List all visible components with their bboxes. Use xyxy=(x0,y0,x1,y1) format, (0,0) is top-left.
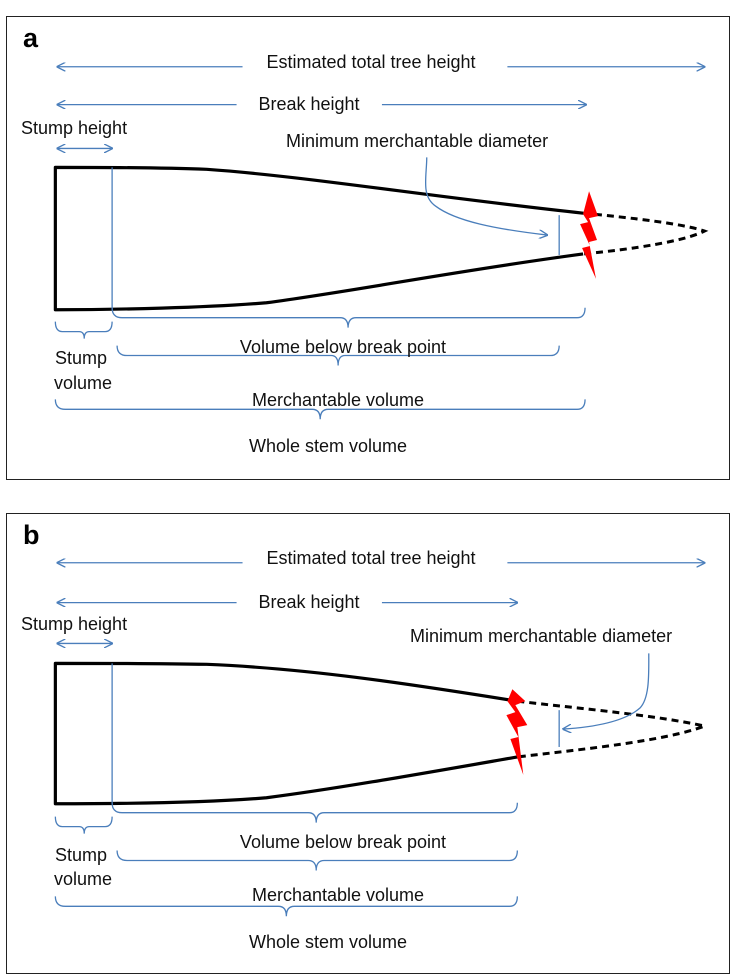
min-diameter-pointer xyxy=(563,653,650,729)
volume-below-break-brace xyxy=(111,307,586,328)
panel-a: a Estimated total tree height Break heig… xyxy=(6,16,730,480)
volume-below-break-brace xyxy=(111,802,518,823)
break-height-label: Break height xyxy=(258,592,360,612)
break-lightning-mark xyxy=(506,689,528,775)
stump-height-label: Stump height xyxy=(21,614,128,634)
break-lightning-mark xyxy=(580,191,599,279)
stump-volume-brace xyxy=(54,321,113,339)
stump-volume-label-line1: Stump xyxy=(54,348,108,368)
whole-stem-volume-label: Whole stem volume xyxy=(248,436,408,456)
whole-stem-volume-brace xyxy=(54,399,586,420)
volume-below-break-label: Volume below break point xyxy=(239,337,447,357)
stump-volume-brace xyxy=(54,816,113,834)
panel-a-diagram xyxy=(53,17,709,420)
merchantable-volume-brace xyxy=(116,850,518,871)
min-diameter-label: Minimum merchantable diameter xyxy=(410,626,673,646)
panel-b: b Estimated total tree height Break heig… xyxy=(6,513,730,974)
total-height-label: Estimated total tree height xyxy=(266,52,476,72)
stem-outline xyxy=(53,661,518,806)
stem-top-dashed xyxy=(582,211,709,256)
merchantable-volume-label: Merchantable volume xyxy=(251,885,425,905)
panel-letter: b xyxy=(23,520,40,550)
panel-letter: a xyxy=(23,23,39,53)
stump-volume-label-line2: volume xyxy=(53,869,113,889)
min-diameter-pointer xyxy=(424,157,548,235)
break-height-label: Break height xyxy=(258,94,360,114)
stem-outline xyxy=(53,165,584,312)
min-diameter-label: Minimum merchantable diameter xyxy=(286,131,549,151)
volume-below-break-label: Volume below break point xyxy=(239,832,447,852)
whole-stem-volume-label: Whole stem volume xyxy=(248,932,408,952)
merchantable-volume-brace xyxy=(116,345,560,366)
stump-height-label: Stump height xyxy=(21,118,128,138)
stump-volume-label-line2: volume xyxy=(53,373,113,393)
stem-top-dashed xyxy=(517,699,710,759)
panel-b-diagram xyxy=(53,514,710,917)
total-height-label: Estimated total tree height xyxy=(266,548,476,568)
merchantable-volume-label: Merchantable volume xyxy=(251,390,425,410)
stump-volume-label-line1: Stump xyxy=(54,845,108,865)
